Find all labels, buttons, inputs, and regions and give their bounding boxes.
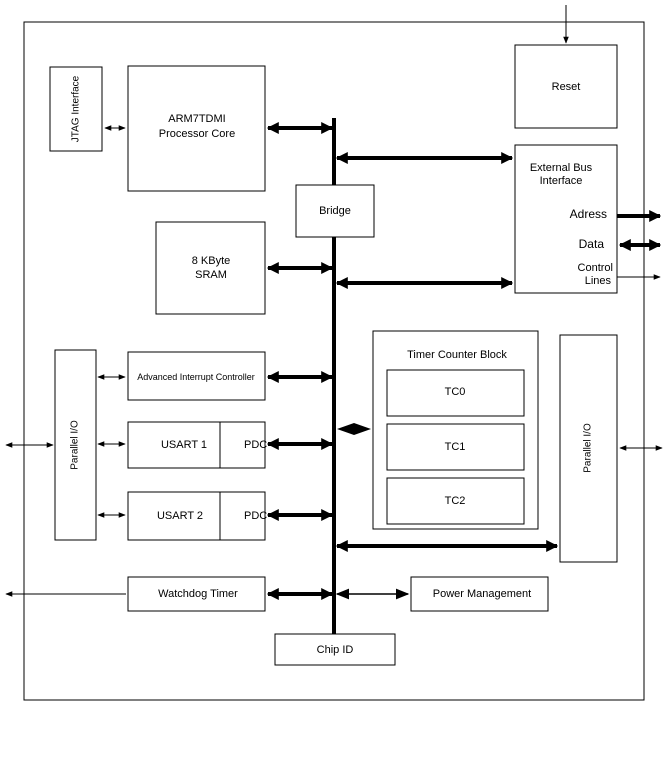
bridge-label: Bridge — [319, 205, 351, 217]
aic-label: Advanced Interrupt Controller — [137, 372, 255, 382]
ebi-data-label: Data — [579, 237, 605, 251]
timer-bus-link — [337, 423, 371, 435]
sram-label-2: SRAM — [195, 269, 227, 281]
usart1-pdc-label: PDC — [244, 439, 267, 451]
arm-core-label-1: ARM7TDMI — [168, 113, 225, 125]
reset-block: Reset — [514, 44, 618, 129]
jtag-interface-block: JTAG Interface — [49, 66, 103, 152]
power-management-block: Power Management — [410, 576, 549, 612]
usart1-label: USART 1 — [161, 439, 207, 451]
ebi-label-2: Interface — [540, 175, 583, 187]
timer-counter-label: Timer Counter Block — [407, 349, 507, 361]
power-management-label: Power Management — [433, 588, 531, 600]
usart2-pdc-label: PDC — [244, 510, 267, 522]
tc0-block — [386, 369, 525, 417]
tc1-block — [386, 423, 525, 471]
jtag-interface-label: JTAG Interface — [71, 75, 82, 142]
aic-block: Advanced Interrupt Controller — [127, 351, 266, 401]
watchdog-block: Watchdog Timer — [127, 576, 266, 612]
sram-block: 8 KByte SRAM — [155, 221, 266, 315]
timer-counter-block: Timer Counter Block TC0 TC1 TC2 — [372, 330, 539, 530]
ebi-control-label-2: Lines — [585, 275, 612, 287]
parallel-io-right-label: Parallel I/O — [583, 423, 594, 473]
sram-label-1: 8 KByte — [192, 255, 231, 267]
usart2-label: USART 2 — [157, 510, 203, 522]
usart1-block: USART 1 PDC — [127, 421, 267, 469]
tc1-label: TC1 — [445, 441, 466, 453]
chip-id-block: Chip ID — [274, 633, 396, 666]
ebi-control-label-1: Control — [578, 262, 613, 274]
external-bus-interface-block: External Bus Interface Adress Data Contr… — [514, 144, 618, 294]
parallel-io-left-label: Parallel I/O — [70, 420, 81, 470]
arm-core-label-2: Processor Core — [159, 128, 235, 140]
usart2-block: USART 2 PDC — [127, 491, 267, 541]
parallel-io-left-block: Parallel I/O — [54, 349, 97, 541]
bridge-block: Bridge — [295, 184, 375, 238]
ebi-label-1: External Bus — [530, 162, 593, 174]
ebi-address-label: Adress — [570, 207, 607, 221]
tc2-label: TC2 — [445, 495, 466, 507]
arm-core-block: ARM7TDMI Processor Core — [127, 65, 266, 192]
tc2-block — [386, 477, 525, 525]
reset-label: Reset — [552, 81, 581, 93]
parallel-io-right-block: Parallel I/O — [559, 334, 618, 563]
chip-id-label: Chip ID — [317, 644, 354, 656]
tc0-label: TC0 — [445, 386, 466, 398]
watchdog-label: Watchdog Timer — [158, 588, 238, 600]
